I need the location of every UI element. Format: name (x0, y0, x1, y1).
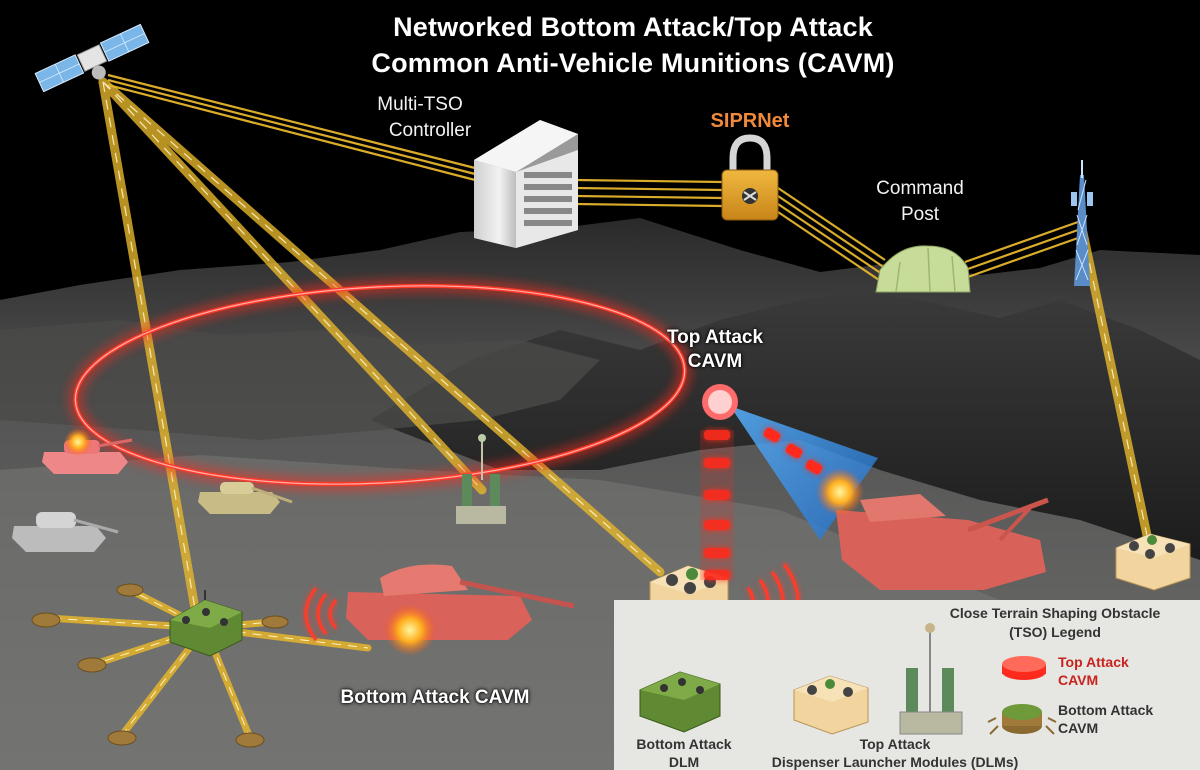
engagement-ring (68, 278, 692, 492)
legend-bottom-attack-dlm-line-1: Bottom Attack (636, 736, 732, 752)
network-links (44, 73, 1153, 742)
siprnet-label: SIPRNet (710, 110, 790, 132)
tank-icon (304, 564, 575, 656)
legend-top-attack-dlm-line-2: Dispenser Launcher Modules (DLMs) (771, 754, 1019, 770)
armored-vehicle-icon (816, 468, 1049, 590)
tank-icon (42, 428, 133, 474)
legend-title-line-1: Close Terrain Shaping Obstacle (949, 605, 1161, 621)
controller-label-line-1: Multi-TSO (377, 94, 463, 115)
title-line-2: Common Anti-Vehicle Munitions (CAVM) (371, 48, 895, 78)
command-post-label-line-1: Command (876, 178, 964, 199)
legend-top-attack-dlm-icon (793, 675, 869, 735)
top-attack-munition-path (700, 384, 878, 641)
legend-top-attack-cavm-line-2: CAVM (1058, 672, 1099, 688)
command-post-label-line-2: Post (900, 204, 940, 225)
legend-top-attack-cavm-icon (1002, 656, 1046, 680)
legend-bottom-attack-cavm-line-1: Bottom Attack (1058, 702, 1154, 718)
legend-title-line-2: (TSO) Legend (1009, 624, 1101, 640)
bottom-attack-dlm-icon (169, 590, 243, 657)
tank-icon (198, 482, 293, 514)
radio-tower-icon (1071, 160, 1093, 286)
terrain (0, 218, 1200, 770)
legend-bottom-attack-cavm-icon (987, 704, 1057, 735)
legend-launcher-icon (899, 623, 963, 735)
command-post-tent-icon (875, 245, 971, 293)
legend-bottom-attack-cavm-line-2: CAVM (1058, 720, 1099, 736)
legend-top-attack-dlm-line-1: Top Attack (859, 736, 931, 752)
bottom-attack-mines (31, 583, 289, 748)
legend-top-attack-cavm-line-1: Top Attack (1058, 654, 1129, 670)
top-attack-launcher-icon (456, 434, 506, 524)
top-attack-callout-line-2: CAVM (687, 351, 743, 372)
padlock-icon (721, 134, 779, 221)
controller-label-line-2: Controller (388, 120, 472, 141)
title-line-1: Networked Bottom Attack/Top Attack (393, 12, 873, 42)
tank-icon (12, 512, 119, 552)
top-attack-dlm-icon (1115, 533, 1191, 591)
top-attack-callout-line-1: Top Attack (666, 327, 764, 348)
bottom-attack-callout: Bottom Attack CAVM (340, 687, 530, 708)
legend-artwork (614, 600, 1200, 770)
satellite-icon (34, 23, 150, 93)
legend-bottom-attack-dlm-line-2: DLM (668, 754, 700, 770)
legend-bottom-attack-dlm-icon (639, 671, 721, 733)
server-cabinet-icon (474, 120, 578, 248)
